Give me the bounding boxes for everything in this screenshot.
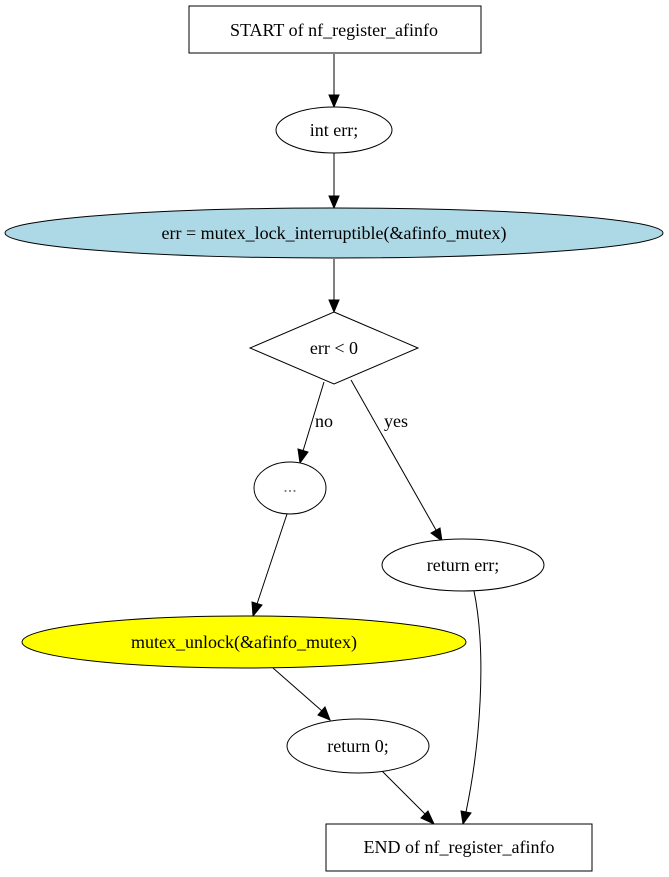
edges: no yes — [251, 54, 482, 826]
condition-label: err < 0 — [310, 338, 358, 358]
edge-cond-to-ellipsis — [302, 381, 325, 452]
edge-label-yes: yes — [384, 411, 408, 431]
mutex-unlock-node — [21, 615, 467, 669]
declaration-node — [275, 106, 393, 154]
declaration-label: int err; — [310, 120, 358, 140]
edge-decl-to-lock-arrowhead — [328, 195, 340, 210]
end-box — [325, 823, 593, 872]
edge-start-to-decl-arrowhead — [328, 94, 340, 109]
mutex-lock-label: err = mutex_lock_interruptible(&afinfo_m… — [161, 223, 506, 244]
return-err-label: return err; — [427, 555, 499, 575]
edge-unlock-to-return0-arrowhead — [317, 706, 331, 721]
ellipsis-label: ... — [283, 476, 297, 496]
edge-ellipsis-to-unlock-arrowhead — [251, 601, 263, 618]
return-zero-label: return 0; — [327, 736, 388, 756]
edge-return0-to-end — [381, 770, 426, 815]
edge-cond-to-return-err-arrowhead — [430, 527, 443, 543]
edge-label-no: no — [315, 411, 333, 431]
mutex-lock-node — [4, 207, 664, 259]
edge-return-err-to-end-arrowhead — [460, 810, 472, 826]
condition-diamond — [248, 311, 420, 385]
edge-unlock-to-return0 — [272, 667, 323, 712]
end-label: END of nf_register_afinfo — [364, 837, 555, 857]
start-label: START of nf_register_afinfo — [230, 20, 438, 40]
ellipsis-node — [253, 461, 327, 515]
edge-return0-to-end-arrowhead — [420, 810, 436, 826]
edge-cond-to-ellipsis-arrowhead — [297, 448, 309, 465]
edge-cond-to-return-err — [350, 379, 437, 531]
nodes: START of nf_register_afinfo int err; err… — [4, 5, 664, 872]
edge-ellipsis-to-unlock — [256, 513, 288, 605]
edge-return-err-to-end — [465, 590, 482, 813]
edge-lock-to-cond-arrowhead — [328, 299, 340, 314]
return-err-node — [381, 538, 545, 592]
return-zero-node — [286, 718, 430, 774]
mutex-unlock-label: mutex_unlock(&afinfo_mutex) — [131, 632, 357, 653]
start-box — [188, 5, 482, 54]
